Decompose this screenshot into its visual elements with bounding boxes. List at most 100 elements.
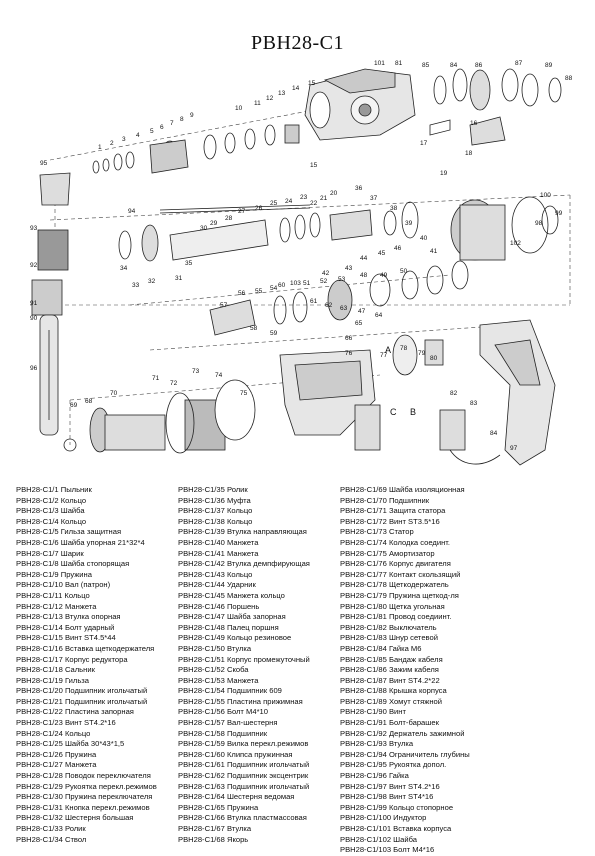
svg-text:37: 37 xyxy=(370,195,378,202)
part-entry: PBH28-C1/43 Кольцо xyxy=(178,569,253,579)
part-entry: PBH28-C1/77 Контакт скользящий xyxy=(340,569,461,579)
depth-rod xyxy=(159,204,311,214)
part-entry: PBH28-C1/6 Шайба упорная 21*32*4 xyxy=(16,537,145,547)
part-entry: PBH28-C1/18 Сальник xyxy=(16,665,95,675)
part-entry: PBH28-C1/58 Подшипник xyxy=(178,728,268,738)
part-entry: PBH28-C1/10 Вал (патрон) xyxy=(16,580,111,590)
gearbox-housing xyxy=(304,68,416,141)
top-right-springs xyxy=(429,68,562,146)
part-entry: PBH28-C1/92 Держатель зажимной xyxy=(340,728,465,738)
part-entry: PBH28-C1/52 Скоба xyxy=(178,665,249,675)
svg-text:56: 56 xyxy=(238,290,246,297)
svg-text:32: 32 xyxy=(148,278,156,285)
part-entry: PBH28-C1/22 Пластина запорная xyxy=(16,707,134,717)
part-entry: PBH28-C1/86 Зажим кабеля xyxy=(340,665,439,675)
part-entry: PBH28-C1/34 Ствол xyxy=(16,834,87,844)
svg-text:88: 88 xyxy=(565,75,573,82)
svg-text:30: 30 xyxy=(200,225,208,232)
svg-text:40: 40 xyxy=(420,235,428,242)
svg-text:100: 100 xyxy=(540,192,551,199)
part-entry: PBH28-C1/48 Палец поршня xyxy=(178,622,279,632)
part-entry: PBH28-C1/100 Индуктор xyxy=(340,813,427,823)
svg-text:1: 1 xyxy=(98,144,102,151)
svg-text:84: 84 xyxy=(490,430,498,437)
svg-text:71: 71 xyxy=(152,375,160,382)
svg-text:21: 21 xyxy=(320,195,328,202)
svg-text:34: 34 xyxy=(120,265,128,272)
part-entry: PBH28-C1/93 Втулка xyxy=(340,739,414,749)
svg-text:36: 36 xyxy=(355,185,363,192)
svg-text:101: 101 xyxy=(374,60,385,67)
svg-text:69: 69 xyxy=(70,402,78,409)
part-entry: PBH28-C1/37 Кольцо xyxy=(178,506,253,516)
part-entry: PBH28-C1/69 Шайба изоляционная xyxy=(340,485,465,494)
side-handle xyxy=(31,172,71,436)
part-entry: PBH28-C1/50 Втулка xyxy=(178,643,252,653)
part-entry: PBH28-C1/78 Щеткодержатель xyxy=(340,580,449,590)
part-entry: PBH28-C1/13 Втулка опорная xyxy=(16,612,121,622)
part-entry: PBH28-C1/91 Болт-барашек xyxy=(340,718,439,728)
part-entry: PBH28-C1/97 Винт ST4.2*16 xyxy=(340,781,440,791)
svg-text:85: 85 xyxy=(422,62,430,69)
svg-text:63: 63 xyxy=(340,305,348,312)
svg-text:68: 68 xyxy=(85,398,93,405)
svg-text:41: 41 xyxy=(430,248,438,255)
svg-text:42: 42 xyxy=(322,270,330,277)
part-entry: PBH28-C1/61 Подшипник игольчатый xyxy=(178,760,310,770)
svg-text:65: 65 xyxy=(355,320,363,327)
part-entry: PBH28-C1/15 Винт ST4.5*44 xyxy=(16,633,116,643)
part-entry: PBH28-C1/102 Шайба xyxy=(340,834,418,844)
svg-text:73: 73 xyxy=(192,368,200,375)
svg-text:55: 55 xyxy=(255,288,263,295)
svg-text:15: 15 xyxy=(310,162,318,169)
svg-text:45: 45 xyxy=(378,250,386,257)
part-entry: PBH28-C1/16 Вставка щеткодержателя xyxy=(16,643,155,653)
part-entry: PBH28-C1/17 Корпус редуктора xyxy=(16,654,128,664)
part-entry: PBH28-C1/73 Статор xyxy=(340,527,414,537)
svg-text:43: 43 xyxy=(345,265,353,272)
svg-text:94: 94 xyxy=(128,208,136,215)
svg-text:47: 47 xyxy=(358,308,366,315)
svg-text:102: 102 xyxy=(510,240,521,247)
part-entry: PBH28-C1/9 Пружина xyxy=(16,569,92,579)
svg-text:5: 5 xyxy=(150,128,154,135)
pistol-handle xyxy=(392,319,556,466)
part-entry: PBH28-C1/98 Винт ST4*16 xyxy=(340,792,434,802)
gear-row xyxy=(209,260,469,336)
part-entry: PBH28-C1/103 Болт M4*16 xyxy=(340,845,435,855)
part-entry: PBH28-C1/35 Ролик xyxy=(178,485,248,494)
svg-text:82: 82 xyxy=(450,390,458,397)
armature xyxy=(63,379,256,454)
part-entry: PBH28-C1/96 Гайка xyxy=(340,771,409,781)
part-entry: PBH28-C1/11 Кольцо xyxy=(16,590,90,600)
svg-text:22: 22 xyxy=(310,200,318,207)
svg-text:4: 4 xyxy=(136,132,140,139)
part-entry: PBH28-C1/21 Подшипник игольчатый xyxy=(16,696,148,706)
svg-text:98: 98 xyxy=(535,220,543,227)
part-entry: PBH28-C1/90 Винт xyxy=(340,707,406,717)
part-entry: PBH28-C1/60 Клипса пружинная xyxy=(178,749,293,759)
svg-text:90: 90 xyxy=(30,315,38,322)
part-entry: PBH28-C1/101 Вставка корпуса xyxy=(340,824,452,833)
svg-text:3: 3 xyxy=(122,136,126,143)
part-entry: PBH28-C1/75 Амортизатор xyxy=(340,548,435,558)
part-entry: PBH28-C1/94 Ограничитель глубины xyxy=(340,749,470,759)
svg-text:14: 14 xyxy=(292,85,300,92)
part-entry: PBH28-C1/83 Шнур сетевой xyxy=(340,633,438,643)
part-entry: PBH28-C1/99 Кольцо стопорное xyxy=(340,802,454,812)
part-entry: PBH28-C1/14 Болт ударный xyxy=(16,622,115,632)
part-entry: PBH28-C1/30 Пружина переключателя xyxy=(16,792,153,802)
svg-text:20: 20 xyxy=(330,190,338,197)
part-entry: PBH28-C1/79 Пружина щеткод-ля xyxy=(340,590,459,600)
motor-housing xyxy=(279,349,381,451)
svg-text:74: 74 xyxy=(215,372,223,379)
part-entry: PBH28-C1/45 Манжета кольцо xyxy=(178,590,285,600)
part-entry: PBH28-C1/55 Пластина прижимная xyxy=(178,696,303,706)
part-entry: PBH28-C1/53 Манжета xyxy=(178,675,259,685)
svg-text:95: 95 xyxy=(40,160,48,167)
part-entry: PBH28-C1/23 Винт ST4.2*16 xyxy=(16,718,116,728)
svg-text:77: 77 xyxy=(380,352,388,359)
part-entry: PBH28-C1/54 Подшипник 609 xyxy=(178,686,282,696)
